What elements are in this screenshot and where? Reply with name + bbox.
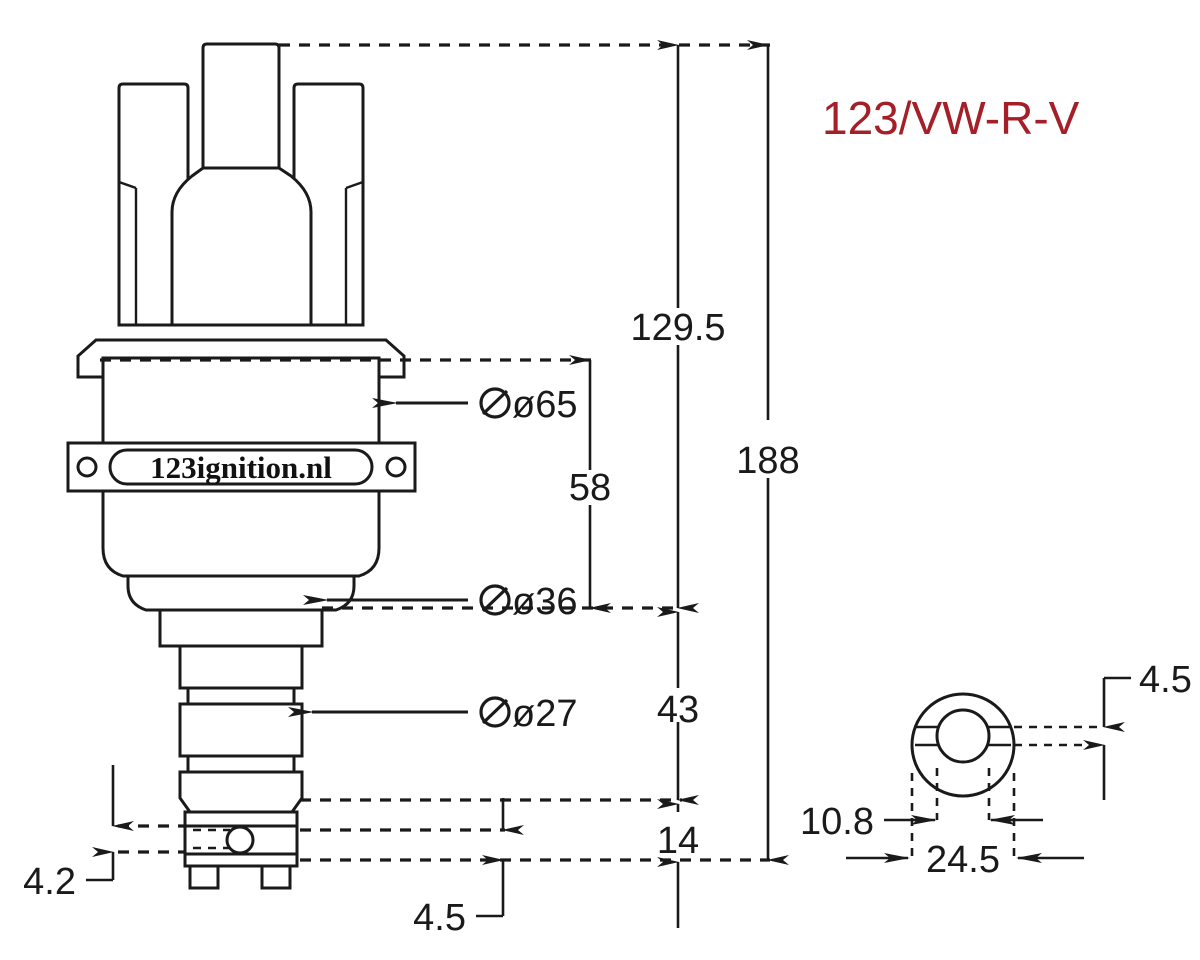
gap-bottom-value: 4.5 bbox=[413, 897, 466, 939]
drive-pin bbox=[225, 825, 255, 855]
shaft-segment-middle bbox=[178, 702, 304, 758]
height-shaft-value: 43 bbox=[657, 689, 699, 731]
clamp-hole-right bbox=[385, 456, 407, 478]
front-elevation-view: 123ignition.nl bbox=[66, 42, 417, 890]
ht-tower-left-chamfer bbox=[118, 180, 137, 190]
brand-label-band bbox=[108, 448, 374, 486]
distributor-cap-dome bbox=[170, 166, 313, 327]
diameter-body-value: ø65 bbox=[512, 384, 577, 426]
shaft-segment-upper bbox=[178, 644, 304, 690]
detail-inner-bore bbox=[935, 708, 991, 764]
part-title: 123/VW-R-V bbox=[822, 92, 1080, 144]
diameter-collar-value: ø36 bbox=[512, 581, 577, 623]
shaft-collar bbox=[158, 608, 324, 648]
diameter-symbol-65 bbox=[479, 387, 511, 419]
diameter-symbol-36 bbox=[479, 584, 511, 616]
height-body-value: 58 bbox=[569, 467, 611, 509]
ht-tower-right-chamfer bbox=[345, 180, 364, 190]
height-total-value: 188 bbox=[736, 440, 799, 482]
height-cap-value: 129.5 bbox=[630, 307, 725, 349]
drive-pin-band-hatch bbox=[193, 828, 230, 850]
shaft-groove-lower bbox=[186, 754, 296, 774]
body-lower-taper bbox=[126, 574, 356, 612]
drive-base-bottom-plate bbox=[183, 852, 299, 868]
clamp-hole-left bbox=[76, 456, 98, 478]
detail-outer-width-value: 24.5 bbox=[926, 839, 1000, 881]
drive-base-top-plate bbox=[183, 810, 299, 828]
height-base-value: 14 bbox=[657, 820, 699, 862]
shaft-segment-lower bbox=[178, 770, 304, 814]
ht-tower-center bbox=[201, 42, 281, 172]
projection-lines bbox=[100, 43, 770, 862]
diameter-shaft-value: ø27 bbox=[512, 693, 577, 735]
linear-dimensions: 58 129.5 43 14 188 4.2 bbox=[23, 40, 800, 939]
drive-end-detail-view: 4.5 10.8 24.5 bbox=[800, 659, 1192, 881]
shaft-groove-upper bbox=[186, 686, 296, 706]
diameter-callouts: ø65 ø36 ø27 bbox=[288, 384, 577, 735]
diameter-symbol-27 bbox=[479, 696, 511, 728]
detail-slot-height-value: 4.5 bbox=[1139, 659, 1192, 701]
gap-left-value: 4.2 bbox=[23, 861, 76, 903]
drive-tab-left bbox=[188, 864, 220, 890]
drive-tab-right bbox=[260, 864, 292, 890]
detail-inner-width-value: 10.8 bbox=[800, 801, 874, 843]
brand-label-text: 123ignition.nl bbox=[150, 450, 332, 485]
